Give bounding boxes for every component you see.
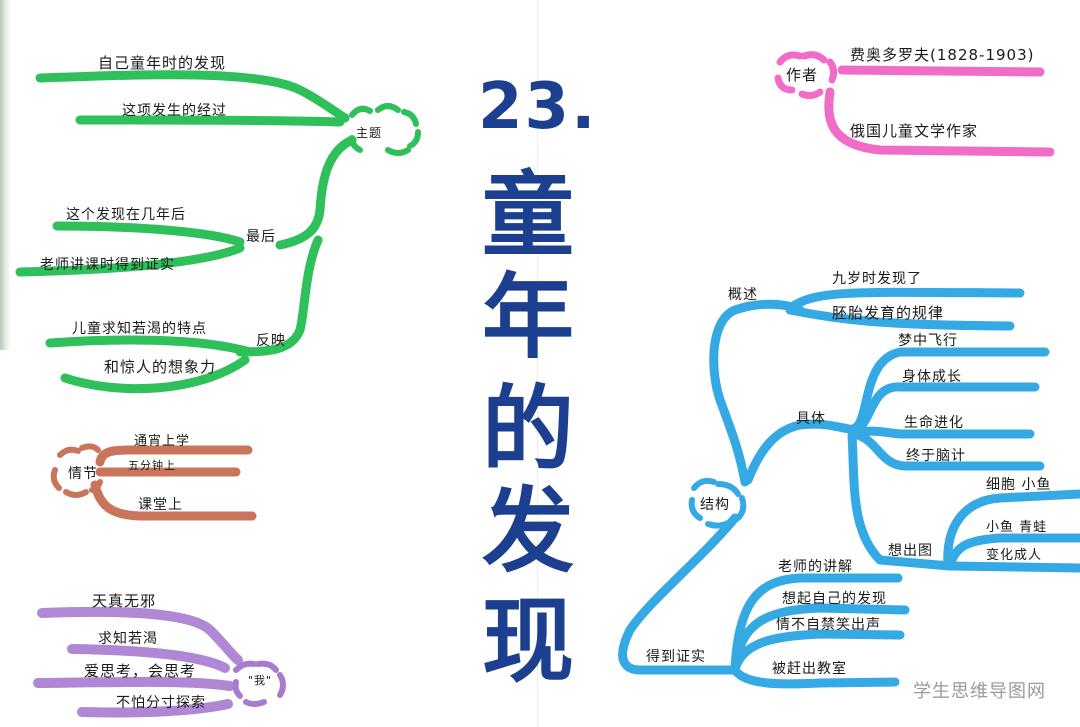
- stroke-image-3: [945, 561, 1080, 573]
- leaf-theme-1: 自己童年时的发现: [98, 54, 227, 72]
- stroke-theme-2: [75, 115, 345, 127]
- stroke-theme-1: [35, 70, 350, 123]
- structure-branch-strokes: [618, 287, 1080, 689]
- stroke-image-2: [945, 533, 1080, 571]
- stroke-proof: [618, 513, 740, 675]
- stroke-author-1: [837, 65, 1045, 77]
- plot-node-cloud: [50, 443, 103, 498]
- stroke-concrete-2: [850, 382, 1040, 435]
- node-theme: 主题: [356, 126, 383, 140]
- leaf-author-1: 费奥多罗夫(1828-1903): [850, 46, 1035, 64]
- leaf-concrete-2: 身体成长: [902, 369, 962, 385]
- leaf-concrete-1: 梦中飞行: [898, 333, 958, 349]
- leaf-me-2: 求知若渴: [98, 631, 158, 647]
- node-plot: 情节: [68, 466, 98, 482]
- stroke-plot-3: [90, 480, 257, 521]
- leaf-image-2: 小鱼 青蛙: [986, 520, 1048, 535]
- node-structure: 结构: [700, 497, 730, 513]
- stroke-overview-1: [790, 287, 1025, 310]
- node-overview: 概述: [728, 287, 758, 303]
- stroke-theme-down: [235, 235, 323, 357]
- node-last: 最后: [246, 229, 276, 245]
- stroke-last-2: [15, 243, 245, 277]
- leaf-image-3: 变化成人: [986, 548, 1043, 563]
- leaf-reflect-2: 和惊人的想象力: [104, 358, 217, 376]
- node-me: "我": [248, 674, 273, 687]
- stroke-proof-4: [730, 665, 900, 689]
- leaf-proof-4: 被赶出教室: [772, 661, 847, 677]
- leaf-plot-1: 通宵上学: [134, 434, 191, 449]
- stroke-reflect-1: [45, 335, 255, 357]
- stroke-overview: [709, 299, 805, 487]
- plot-branch-strokes: [90, 445, 257, 521]
- node-author: 作者: [786, 66, 819, 84]
- me-branch-strokes: [33, 606, 243, 718]
- stroke-me-1: [37, 606, 243, 665]
- stroke-reflect-2: [60, 355, 250, 394]
- watermark: 学生思维导图网: [913, 681, 1046, 702]
- leaf-proof-3: 情不自禁笑出声: [776, 617, 881, 633]
- lesson-number: 23.: [478, 70, 598, 144]
- leaf-last-2: 老师讲课时得到证实: [40, 257, 175, 273]
- author-node-cloud: [774, 51, 838, 100]
- stroke-me-4: [77, 699, 233, 718]
- leaf-overview-2: 胚胎发育的规律: [832, 304, 945, 322]
- leaf-author-2: 俄国儿童文学作家: [850, 122, 979, 140]
- stroke-concrete-3: [850, 426, 1035, 439]
- paper-edge-shadow: [0, 0, 12, 350]
- leaf-theme-2: 这项发生的经过: [122, 103, 227, 119]
- stroke-me-3: [33, 676, 235, 691]
- leaf-concrete-3: 生命进化: [904, 415, 964, 431]
- title-char-1: 童: [482, 162, 575, 269]
- stroke-concrete-5: [847, 431, 955, 571]
- theme-node-cloud: [349, 103, 421, 156]
- node-proof: 得到证实: [646, 649, 706, 665]
- stroke-plot-1: [95, 445, 253, 467]
- stroke-author-2: [824, 87, 1055, 157]
- leaf-me-1: 天真无邪: [92, 592, 157, 610]
- title-char-3: 的: [482, 376, 575, 483]
- leaf-overview-1: 九岁时发现了: [832, 271, 922, 287]
- leaf-last-1: 这个发现在几年后: [66, 207, 186, 223]
- stroke-me-2: [67, 644, 230, 673]
- stroke-overview-2: [785, 305, 1015, 331]
- title-char-5: 现: [482, 588, 575, 695]
- leaf-me-4: 不怕分寸探索: [116, 695, 206, 711]
- stroke-last-1: [52, 221, 245, 247]
- leaf-me-3: 爱思考，会思考: [84, 662, 197, 680]
- stroke-concrete: [743, 419, 860, 485]
- theme-branch-strokes: [15, 70, 357, 394]
- leaf-image-1: 细胞 小鱼: [986, 477, 1052, 493]
- structure-node-cloud: [688, 477, 747, 529]
- node-reflect: 反映: [256, 333, 286, 349]
- stroke-concrete-4: [850, 429, 1045, 471]
- leaf-proof-1: 老师的讲解: [778, 559, 853, 575]
- stroke-proof-3: [730, 629, 905, 675]
- author-branch-strokes: [824, 65, 1055, 157]
- node-concrete: 具体: [796, 411, 826, 427]
- leaf-proof-2: 想起自己的发现: [782, 591, 887, 607]
- leaf-concrete-4: 终于脑计: [906, 448, 966, 464]
- me-node-cloud: [232, 660, 286, 707]
- stroke-image-1: [943, 489, 1080, 571]
- leaf-reflect-1: 儿童求知若渴的特点: [72, 321, 207, 337]
- leaf-plot-2: 五分钟上: [128, 459, 176, 472]
- title-char-2: 年: [482, 264, 575, 371]
- stroke-proof-2: [730, 603, 910, 675]
- leaf-plot-3: 课堂上: [138, 497, 183, 513]
- paper-fold-line: [537, 0, 538, 727]
- title-char-4: 发: [482, 478, 575, 585]
- node-image: 想出图: [888, 543, 933, 559]
- stroke-theme-main: [275, 135, 357, 250]
